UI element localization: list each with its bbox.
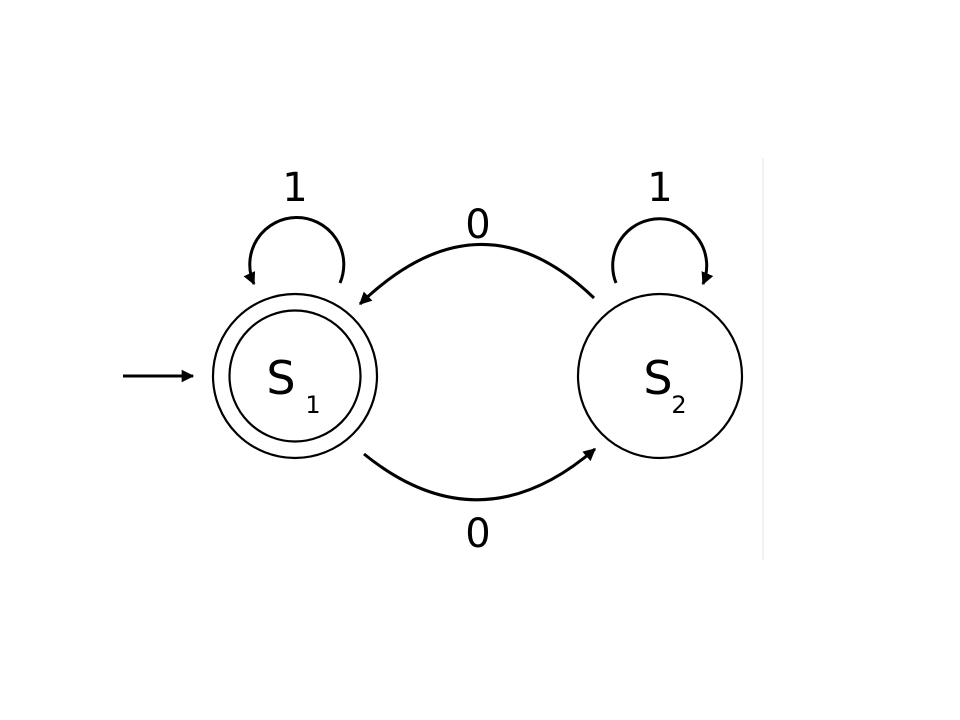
transition-s1-to-s2-label: 0 — [465, 511, 490, 557]
transition-s2-self-label: 1 — [647, 165, 672, 211]
transition-s2-to-s1 — [358, 243, 596, 306]
state-s1-subscript: 1 — [305, 391, 320, 419]
state-s2-circle — [576, 292, 744, 460]
state-s1-label: S — [266, 351, 295, 405]
state-s1-inner-circle — [228, 309, 362, 443]
state-s2: S 2 — [576, 292, 744, 460]
state-s2-subscript: 2 — [671, 391, 686, 419]
state-s2-label: S — [643, 351, 672, 405]
transition-s1-to-s2 — [363, 447, 596, 502]
transition-s2-self-loop — [611, 217, 714, 286]
transition-s1-self-label: 1 — [282, 165, 307, 211]
transition-s1-self-loop — [243, 216, 346, 286]
transition-s2-to-s1-label: 0 — [465, 202, 490, 248]
state-s1-outer-circle — [211, 292, 379, 460]
state-s1: S 1 — [211, 292, 379, 460]
